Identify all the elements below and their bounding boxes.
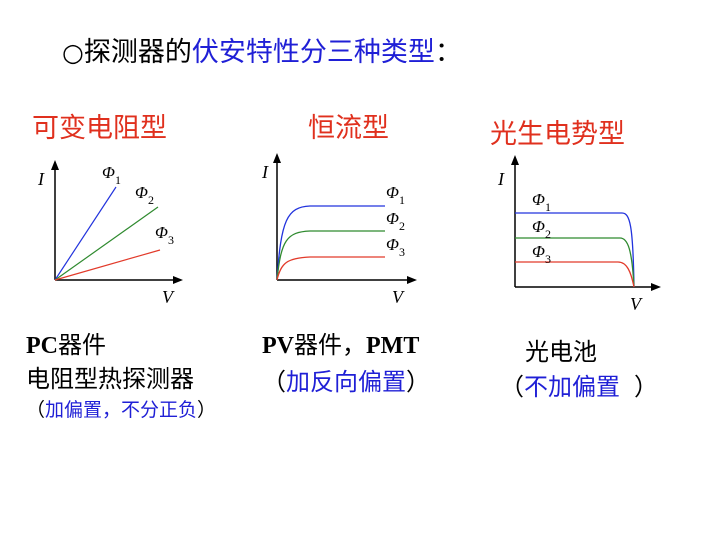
diagram2-x-label: V	[392, 287, 405, 307]
device-label: 器件	[58, 331, 106, 359]
diagram2-curve-1	[276, 205, 385, 281]
diagram1-curve-2	[54, 206, 159, 281]
diagram3-x-label: V	[630, 294, 643, 314]
bullet-circle-icon: ○	[62, 38, 84, 67]
diagram1-phi3-sub: 3	[168, 233, 174, 247]
diagram2-curve-2	[276, 230, 385, 281]
diagram1-x-label: V	[162, 287, 175, 307]
left-bias-note: 加偏置，不分正负	[45, 399, 198, 421]
diagram3-curve-3	[515, 261, 635, 288]
diagram1-phi3: Φ	[155, 223, 168, 242]
category-constant-current: 恒流型	[308, 113, 389, 144]
diagram-variable-resistance: I V Φ 1 Φ 2 Φ 3	[37, 160, 183, 307]
title-prefix: 探测器的	[83, 37, 192, 68]
diagram2-y-label: I	[261, 162, 269, 182]
diagram2-phi3-sub: 3	[399, 245, 405, 259]
diagram2-phi1-sub: 1	[399, 193, 405, 207]
pmt-label: PMT	[366, 333, 420, 359]
diagram1-phi2-sub: 2	[148, 193, 154, 207]
diagram3-phi2-sub: 2	[545, 227, 551, 241]
diagram3-phi3-sub: 3	[545, 252, 551, 266]
title-highlight: 伏安特性分三种类型	[191, 37, 435, 68]
mid-desc-line1: PV器件，PMT	[262, 331, 420, 359]
diagram2-phi1: Φ	[386, 183, 399, 202]
pc-label: PC	[26, 333, 58, 359]
left-desc-line2: 电阻型热探测器	[26, 365, 194, 393]
right-bias-note: 不加偏置	[524, 373, 620, 401]
diagram2-phi3: Φ	[386, 235, 399, 254]
diagram1-phi2: Φ	[135, 183, 148, 202]
pv-label: PV	[262, 333, 294, 359]
left-desc-line1: PC器件	[26, 325, 106, 360]
left-desc-line3: （加偏置，不分正负）	[26, 399, 217, 421]
right-desc-line1: 光电池	[525, 338, 597, 366]
diagram-constant-current: I V Φ 1 Φ 2 Φ 3	[261, 153, 417, 307]
diagram3-curve-1	[515, 212, 635, 288]
category-photovoltaic: 光生电势型	[490, 119, 625, 150]
diagram1-phi1: Φ	[102, 163, 115, 182]
diagram3-phi1: Φ	[532, 190, 545, 209]
mid-desc-line2: （加反向偏置）	[262, 368, 430, 396]
diagram1-curve-1	[54, 186, 117, 281]
diagram3-curve-2	[515, 237, 635, 288]
diagram1-phi1-sub: 1	[115, 173, 121, 187]
diagram3-phi3: Φ	[532, 242, 545, 261]
diagram3-y-label: I	[497, 169, 505, 189]
diagram3-phi2: Φ	[532, 217, 545, 236]
title-suffix: ：	[434, 37, 462, 68]
category-variable-resistance: 可变电阻型	[32, 113, 167, 144]
diagram1-y-label: I	[37, 169, 45, 189]
diagram2-phi2-sub: 2	[399, 219, 405, 233]
page-title: ○探测器的伏安特性分三种类型：	[62, 30, 462, 69]
diagram3-phi1-sub: 1	[545, 200, 551, 214]
diagram-photovoltaic: I V Φ 1 Φ 2 Φ 3	[497, 155, 661, 314]
diagram2-curve-3	[276, 256, 385, 281]
diagram2-phi2: Φ	[386, 209, 399, 228]
diagram1-curve-3	[54, 249, 161, 281]
mid-bias-note: 加反向偏置	[286, 368, 406, 396]
right-desc-line2: （不加偏置）	[500, 373, 658, 401]
